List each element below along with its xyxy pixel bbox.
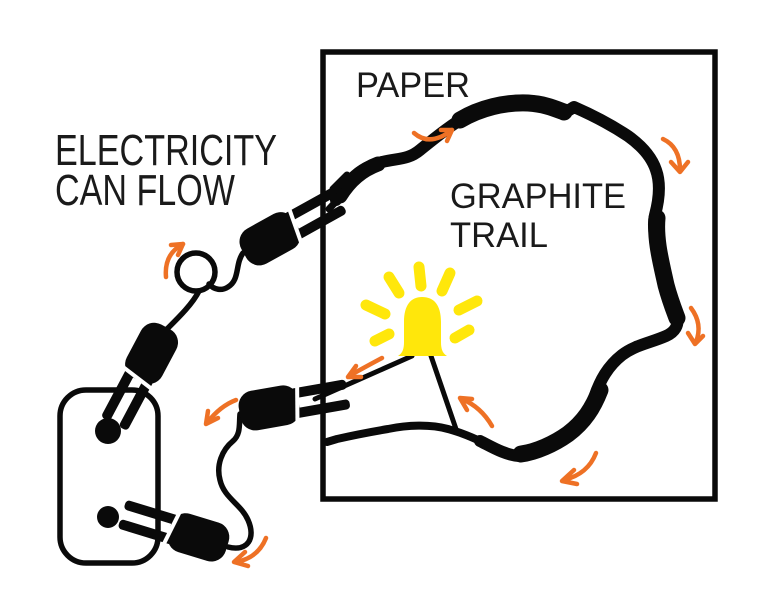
flow-arrow-led-right [457, 395, 495, 429]
flow-arrow-bottom-right [559, 450, 599, 487]
flow-arrow-right-top [660, 136, 691, 175]
flow-arrow-led-left [345, 355, 385, 380]
label-graphite-line1: GRAPHITE [450, 177, 626, 216]
label-electricity-line2: CAN FLOW [55, 166, 235, 215]
label-paper: PAPER [356, 66, 470, 105]
wire-top-lower [163, 288, 202, 333]
flow-arrow-wire-bottom [231, 535, 269, 569]
label-graphite-line2: TRAIL [450, 216, 548, 255]
flow-arrow-top [411, 127, 455, 144]
wire-bottom [216, 411, 254, 551]
led-glow-rays [360, 261, 483, 347]
battery-terminal-top [95, 418, 121, 444]
graphite-trail [323, 94, 686, 463]
battery-terminal-bottom [97, 506, 119, 528]
label-electricity-line1: ELECTRICITY [55, 126, 277, 175]
trail-scribble-end [325, 171, 351, 213]
flow-arrow-loop [163, 241, 186, 280]
wires [163, 250, 254, 551]
flow-arrows [163, 127, 706, 569]
wire-loop [174, 250, 218, 294]
flow-arrow-right-mid [685, 305, 706, 347]
wire-top [206, 250, 246, 293]
battery [57, 387, 161, 566]
flow-arrow-wire-mid [203, 397, 239, 427]
led-leg-right [428, 353, 459, 432]
led-bulb [398, 297, 447, 356]
